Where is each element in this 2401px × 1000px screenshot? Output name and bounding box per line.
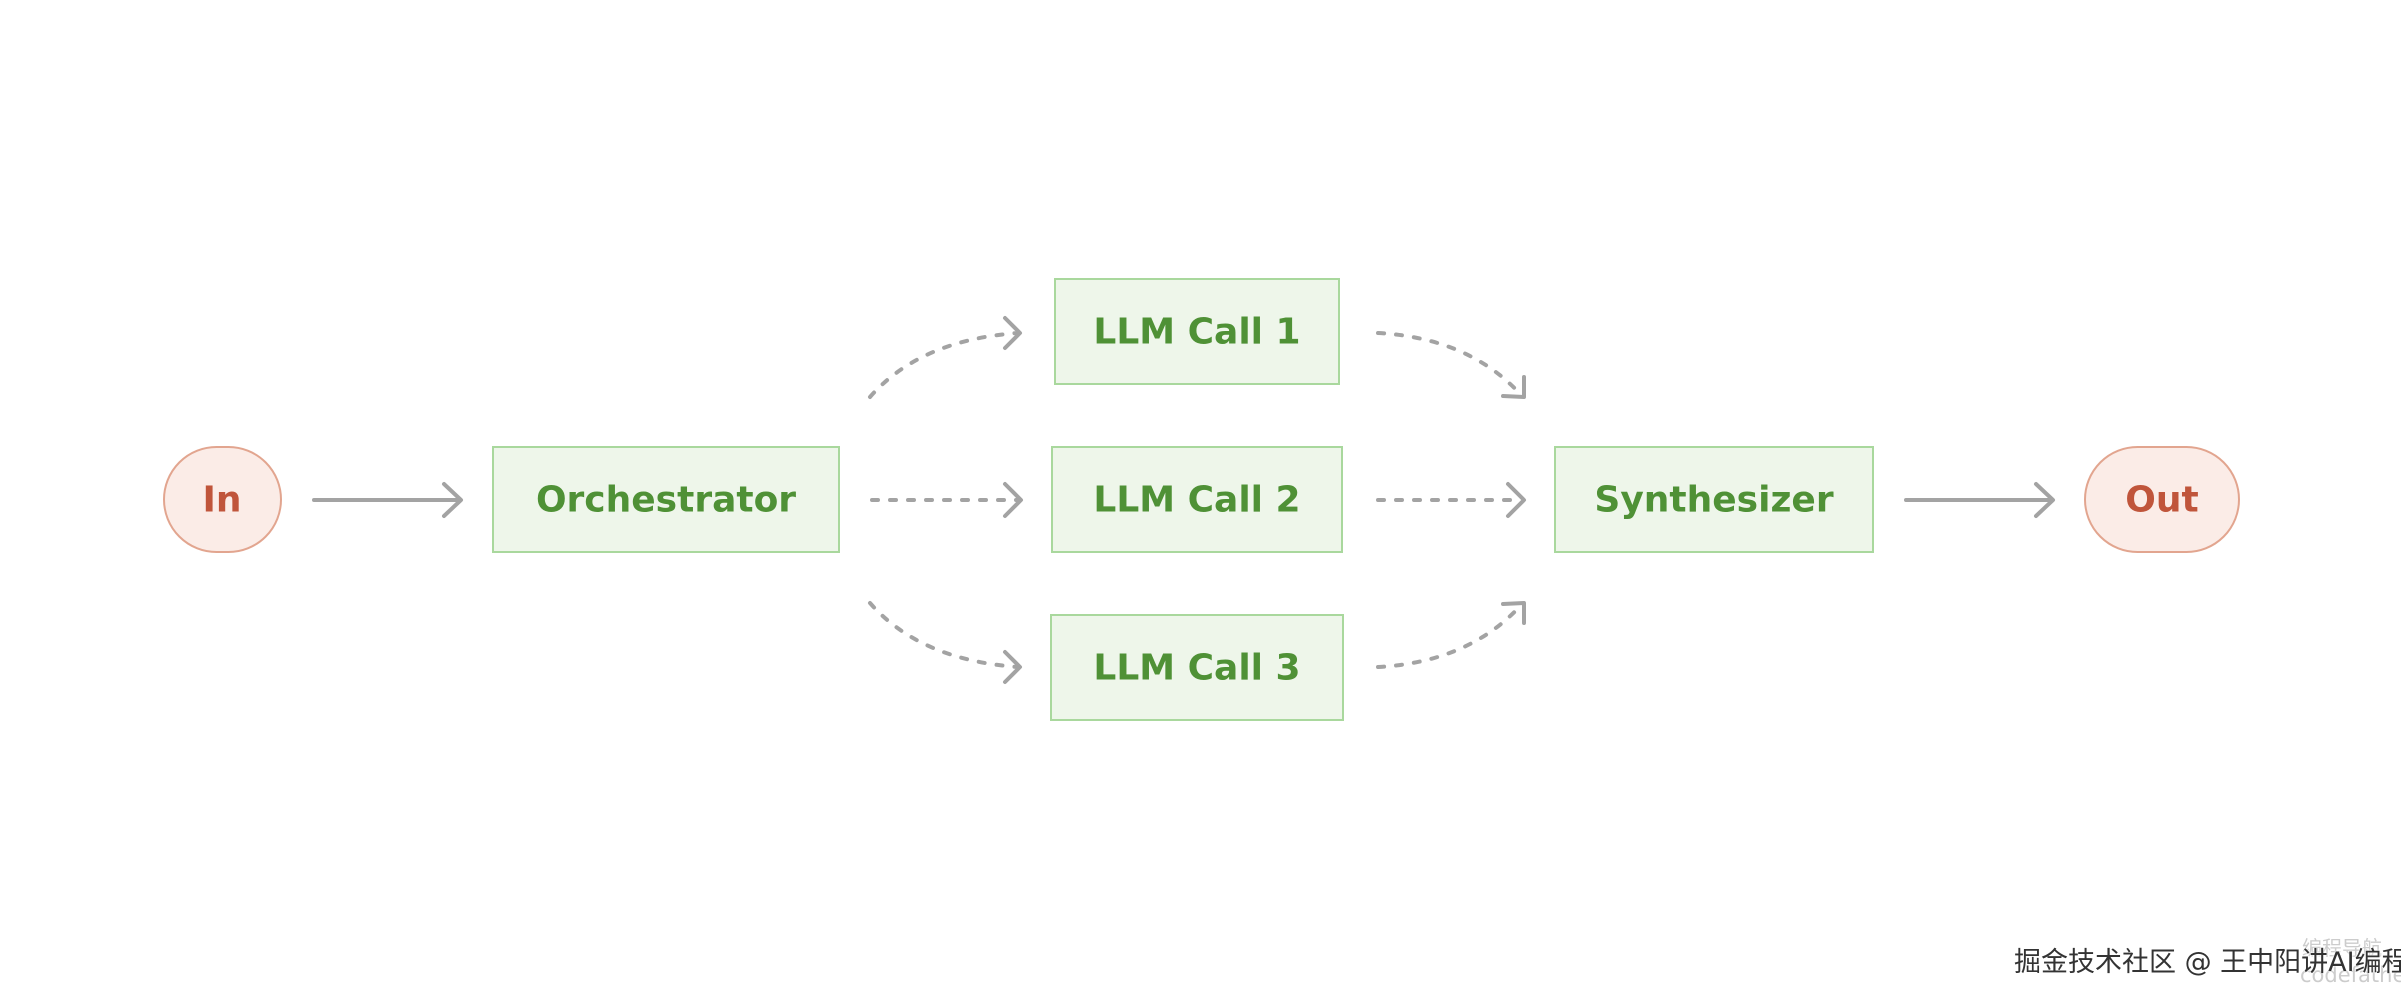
node-llm-call-2: LLM Call 2 [1051, 446, 1343, 553]
watermark-site: codefather.cn [2300, 963, 2401, 987]
edge-synthesizer-to-out [1904, 482, 2055, 518]
node-llm-call-3: LLM Call 3 [1050, 614, 1344, 721]
node-synthesizer: Synthesizer [1554, 446, 1874, 553]
node-orchestrator-label: Orchestrator [536, 480, 796, 521]
node-llm-call-3-label: LLM Call 3 [1093, 648, 1300, 689]
edge-llm-call-3-to-synthesizer [1376, 601, 1526, 669]
node-in-label: In [202, 480, 241, 521]
node-out: Out [2084, 446, 2240, 553]
node-orchestrator: Orchestrator [492, 446, 840, 553]
node-synthesizer-label: Synthesizer [1594, 480, 1833, 521]
node-out-label: Out [2125, 480, 2198, 521]
node-in: In [163, 446, 282, 553]
edge-in-to-orchestrator [312, 482, 463, 518]
node-llm-call-1-label: LLM Call 1 [1093, 312, 1300, 353]
watermark-nav: 编程导航 [2302, 936, 2382, 960]
edge-orchestrator-to-llm-call-1 [868, 316, 1022, 399]
edge-llm-call-1-to-synthesizer [1376, 331, 1526, 399]
edges [312, 316, 2055, 684]
node-llm-call-1: LLM Call 1 [1054, 278, 1340, 385]
node-llm-call-2-label: LLM Call 2 [1093, 480, 1300, 521]
edge-llm-call-2-to-synthesizer [1376, 482, 1526, 518]
edge-orchestrator-to-llm-call-2 [870, 482, 1023, 518]
watermark-credit: 掘金技术社区 @ 王中阳讲AI编程 [2014, 947, 2401, 978]
edge-orchestrator-to-llm-call-3 [868, 601, 1022, 684]
